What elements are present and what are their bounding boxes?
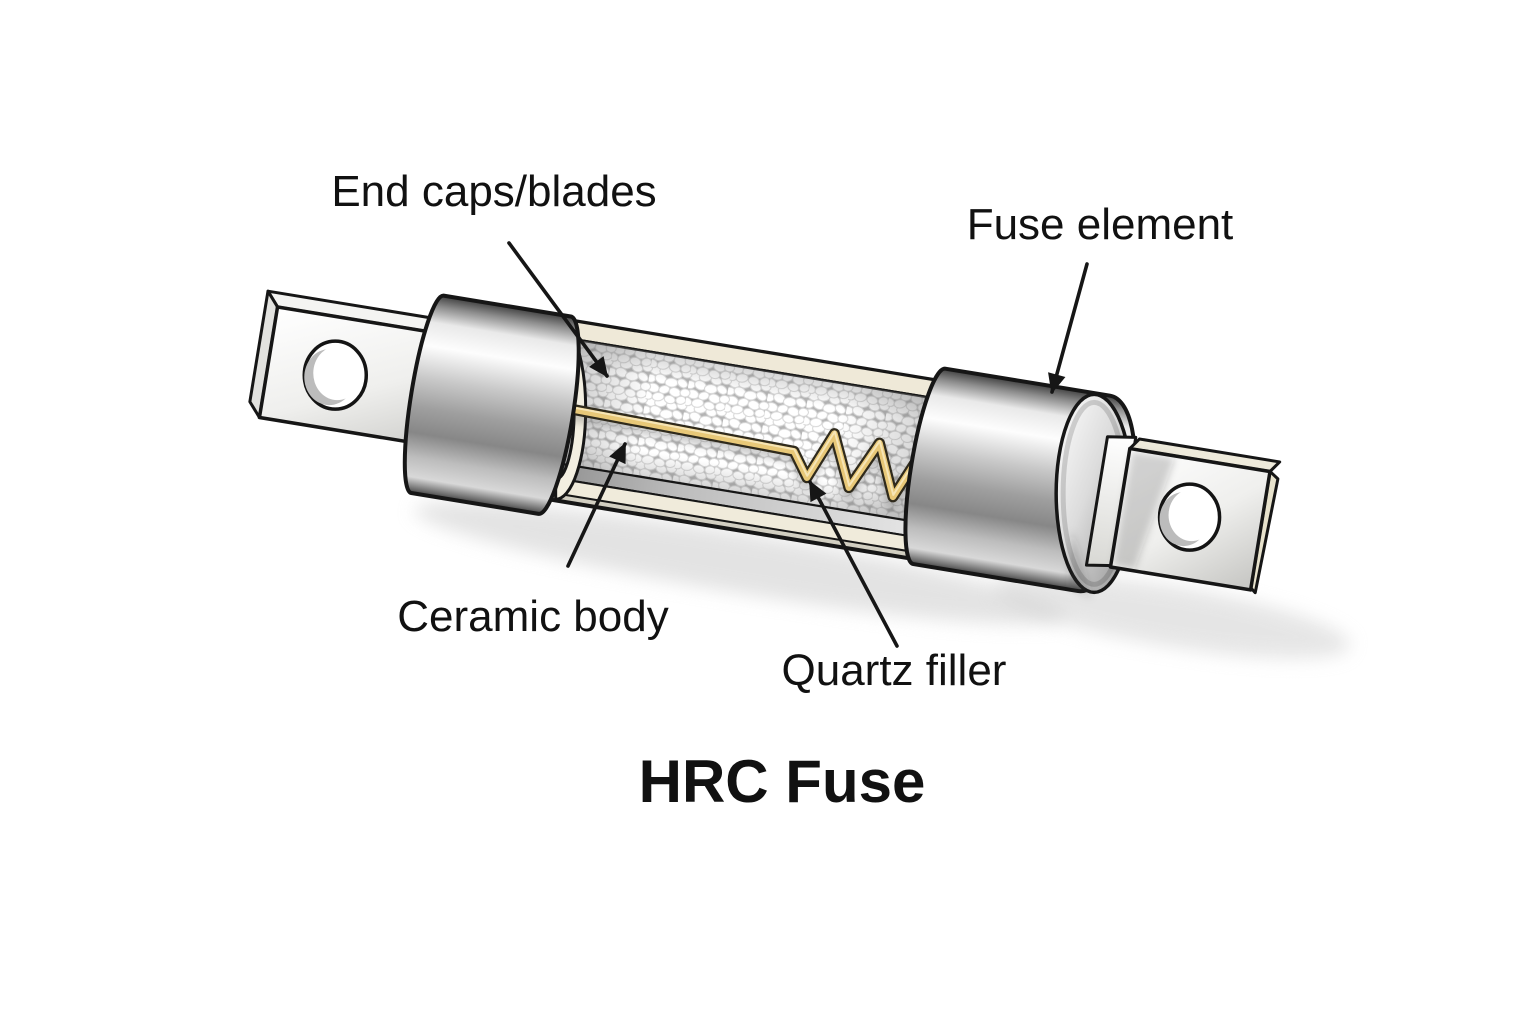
fuse-assembly	[248, 289, 1350, 659]
figure-title: HRC Fuse	[639, 748, 926, 815]
drop-shadow-right-blade	[994, 575, 1350, 659]
arrow-end-caps	[507, 241, 609, 378]
left-end-cap	[402, 293, 581, 516]
arrow-ceramic-body	[566, 442, 627, 568]
label-quartz-filler: Quartz filler	[782, 646, 1007, 695]
right-blade	[1084, 435, 1282, 595]
label-fuse-element: Fuse element	[967, 200, 1234, 249]
right-blade-cap-shadow	[1112, 450, 1175, 569]
right-blade-hole	[1157, 482, 1222, 552]
label-ceramic-body: Ceramic body	[397, 592, 668, 641]
left-blade-hole	[302, 339, 369, 411]
label-end-caps: End caps/blades	[331, 167, 656, 216]
filler-shade-top	[563, 338, 936, 425]
arrow-fuse-element	[1048, 262, 1089, 394]
arrow-quartz-filler	[808, 480, 899, 648]
callout-arrows	[507, 241, 1089, 648]
cap-face-shadow	[1068, 530, 1092, 598]
drop-shadow-body	[414, 502, 1066, 625]
